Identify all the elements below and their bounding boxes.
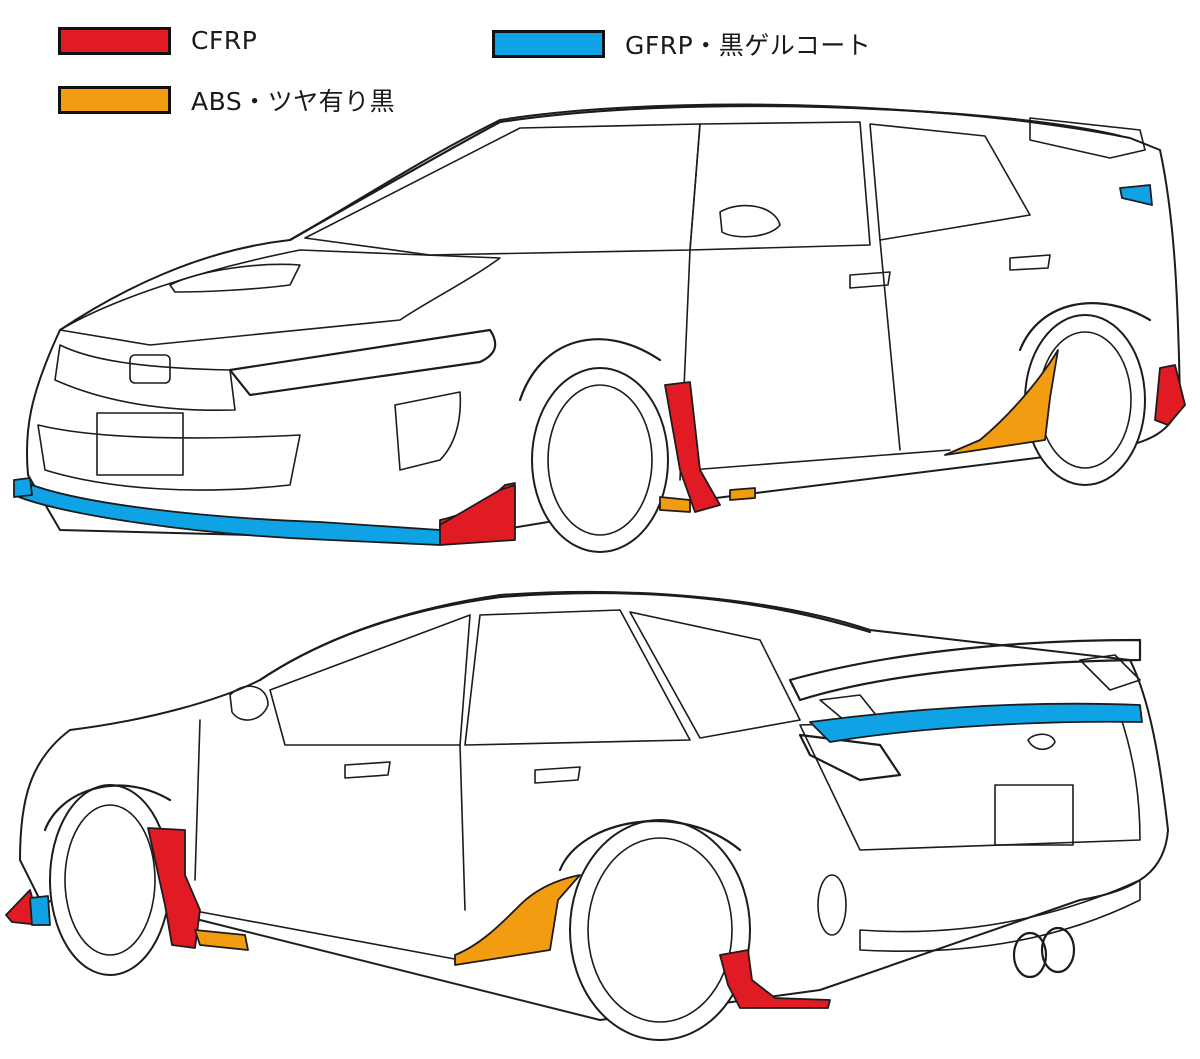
front-lower-grille bbox=[37, 424, 301, 491]
legend-swatch-cfrp bbox=[58, 26, 171, 55]
front-mirror bbox=[719, 204, 781, 238]
rear-side-canard-abs bbox=[194, 929, 249, 951]
legend-item-cfrp: CFRP bbox=[58, 26, 257, 55]
front-door-line-2 bbox=[879, 239, 901, 451]
rear-arch-front bbox=[43, 784, 172, 832]
front-rear-flap-cfrp bbox=[1154, 364, 1186, 426]
front-door-handle-2 bbox=[1009, 254, 1051, 271]
rear-reflector bbox=[817, 874, 847, 936]
front-hood-scoop bbox=[169, 263, 301, 293]
rear-emblem bbox=[1027, 733, 1056, 751]
rear-door-line-2 bbox=[459, 744, 466, 911]
front-fog-intake bbox=[394, 391, 462, 471]
rear-rear-window bbox=[464, 609, 691, 746]
rear-c-pillar-window bbox=[629, 611, 801, 739]
front-car-body bbox=[25, 103, 1181, 541]
front-grille bbox=[54, 344, 236, 412]
rear-mudflap-cfrp bbox=[719, 949, 831, 1009]
rear-wheel-front bbox=[49, 784, 171, 976]
rear-car-body bbox=[19, 590, 1169, 1021]
car-rear-view-illustration bbox=[5, 590, 1169, 1041]
rear-plate-holder bbox=[994, 784, 1074, 846]
front-side-canard-abs bbox=[659, 496, 691, 513]
front-wing-gurney-gfrp bbox=[1119, 184, 1153, 206]
front-side-window bbox=[689, 121, 871, 251]
front-roofline bbox=[288, 104, 1122, 242]
rear-wing-gurney-gfrp bbox=[809, 702, 1143, 743]
front-arch-rear bbox=[1018, 302, 1152, 352]
front-headlight bbox=[228, 328, 497, 397]
front-emblem bbox=[129, 354, 171, 384]
rear-front-lip-gfrp bbox=[29, 895, 51, 926]
legend-swatch-abs bbox=[58, 86, 171, 114]
rear-door-line bbox=[194, 719, 201, 881]
rear-diffuser bbox=[859, 879, 1141, 952]
legend-item-abs: ABS・ツヤ有り黒 bbox=[58, 82, 395, 118]
rear-wing-blade bbox=[788, 638, 1142, 702]
rear-wing-stay-right bbox=[1079, 654, 1141, 691]
rear-door-handle-2 bbox=[534, 766, 581, 784]
legend-swatch-gfrp bbox=[492, 30, 605, 58]
rear-wheel-rear bbox=[569, 819, 751, 1041]
rear-rear-skirt-abs bbox=[454, 874, 581, 966]
front-hood bbox=[59, 249, 501, 346]
front-rear-wing bbox=[1029, 117, 1146, 159]
front-wheel-front bbox=[531, 367, 669, 553]
rear-wheel-rear-rim bbox=[587, 837, 733, 1023]
rear-side-skirt bbox=[189, 909, 461, 961]
front-door-handle-1 bbox=[849, 271, 891, 289]
front-fender-flap-cfrp bbox=[664, 381, 721, 513]
front-plate-holder bbox=[96, 412, 184, 476]
front-arch-front bbox=[518, 338, 662, 402]
rear-arch-rear bbox=[558, 820, 742, 872]
legend-label-gfrp: GFRP・黒ゲルコート bbox=[625, 31, 872, 60]
front-rear-skirt-abs bbox=[944, 349, 1059, 456]
car-front-view-illustration bbox=[13, 103, 1186, 553]
front-lip-side-gfrp bbox=[13, 477, 33, 498]
rear-exhaust-left bbox=[1012, 931, 1048, 979]
rear-mirror bbox=[229, 685, 269, 721]
front-side-skirt bbox=[689, 449, 951, 471]
rear-exhaust-center bbox=[1040, 926, 1076, 974]
legend-label-abs: ABS・ツヤ有り黒 bbox=[191, 87, 396, 116]
rear-door-handle-1 bbox=[344, 761, 391, 779]
front-rear-window bbox=[869, 123, 1031, 241]
front-side-canard-abs-2 bbox=[729, 487, 756, 501]
rear-taillight bbox=[798, 733, 902, 782]
legend-item-gfrp: GFRP・黒ゲルコート bbox=[492, 26, 871, 62]
rear-wheel-front-rim bbox=[64, 804, 156, 956]
rear-side-flap-cfrp bbox=[147, 827, 201, 949]
front-canard-cfrp-2 bbox=[439, 484, 516, 546]
legend-label-cfrp: CFRP bbox=[191, 26, 258, 55]
rear-hatch bbox=[799, 714, 1141, 851]
rear-roofline bbox=[258, 591, 872, 682]
front-wheel-front-rim bbox=[547, 384, 653, 536]
